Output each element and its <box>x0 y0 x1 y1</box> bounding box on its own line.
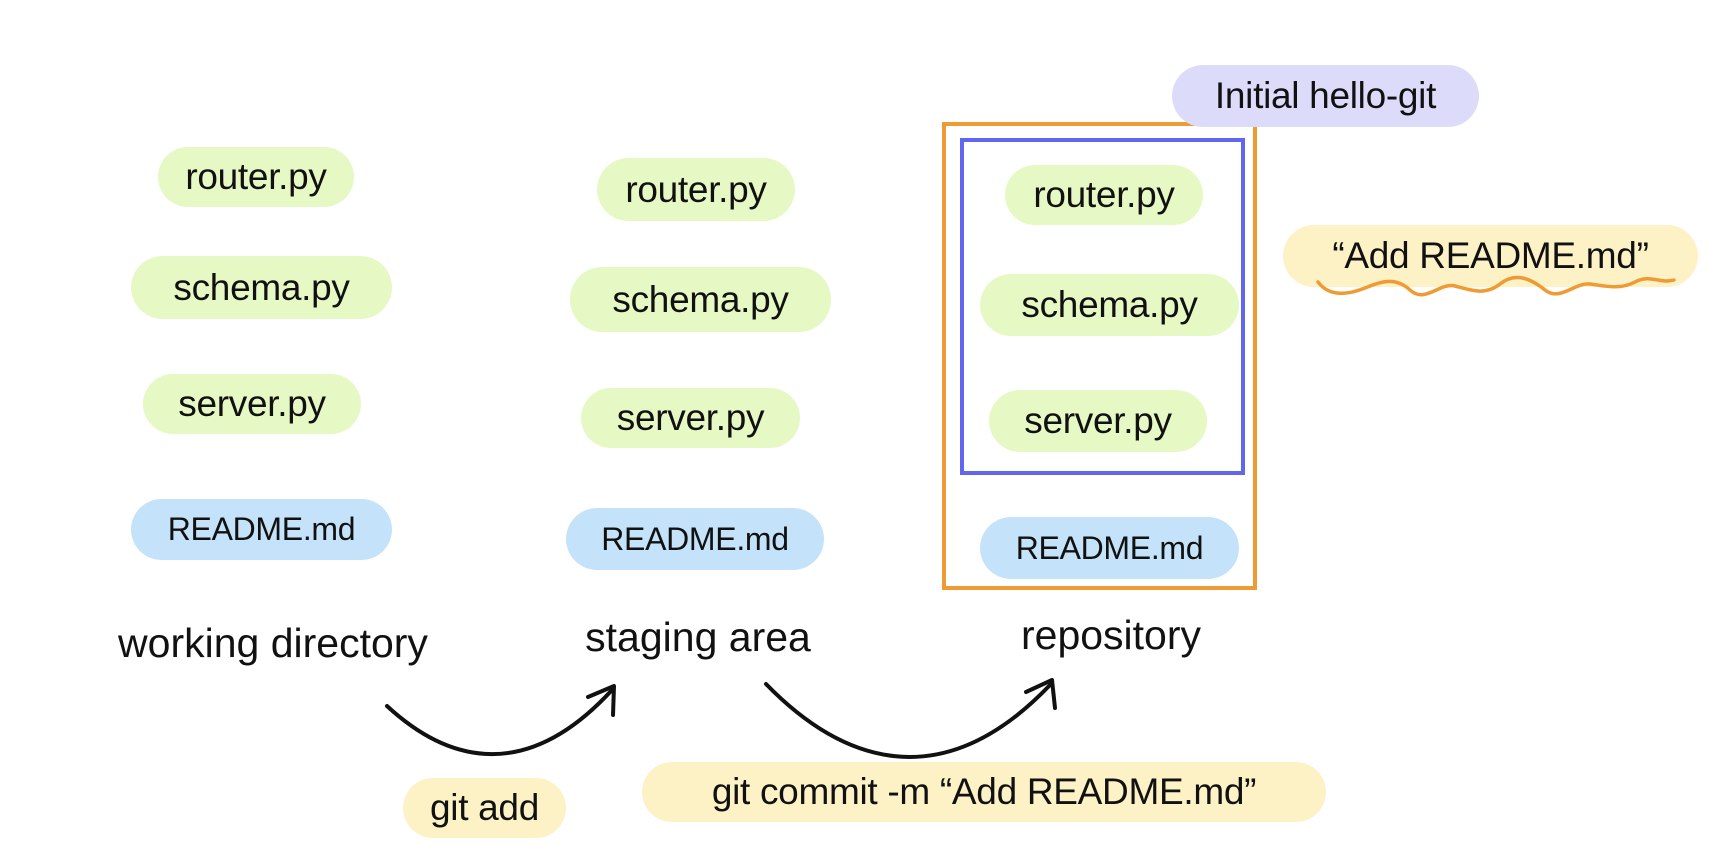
staging-area-label: staging area <box>585 614 811 660</box>
git-add-command: git add <box>403 778 566 838</box>
git-commit-arrow <box>764 682 1052 759</box>
previous-commit-box <box>960 138 1245 475</box>
git-commit-command: git commit -m “Add README.md” <box>642 762 1326 822</box>
new-commit-box <box>942 122 1257 590</box>
git-add-arrow <box>385 688 614 756</box>
wd-file-readme: README.md <box>131 499 392 560</box>
stage-file-server: server.py <box>581 388 800 448</box>
repo-file-readme: README.md <box>980 517 1239 579</box>
initial-commit-label: Initial hello-git <box>1172 65 1479 127</box>
stage-file-readme: README.md <box>566 508 824 570</box>
stage-file-router: router.py <box>597 158 795 221</box>
wd-file-server: server.py <box>143 374 361 434</box>
repository-label: repository <box>1020 612 1202 658</box>
repo-file-schema: schema.py <box>980 274 1239 336</box>
new-commit-label: “Add README.md” <box>1283 225 1698 287</box>
git-commit-arrowhead <box>1024 678 1057 710</box>
wd-file-schema: schema.py <box>131 256 392 319</box>
stage-file-schema: schema.py <box>570 267 831 332</box>
git-add-arrowhead <box>586 684 616 717</box>
working-directory-label: working directory <box>118 620 428 666</box>
wd-file-router: router.py <box>158 147 354 207</box>
repo-file-router: router.py <box>1005 165 1203 225</box>
repo-file-server: server.py <box>989 390 1207 452</box>
